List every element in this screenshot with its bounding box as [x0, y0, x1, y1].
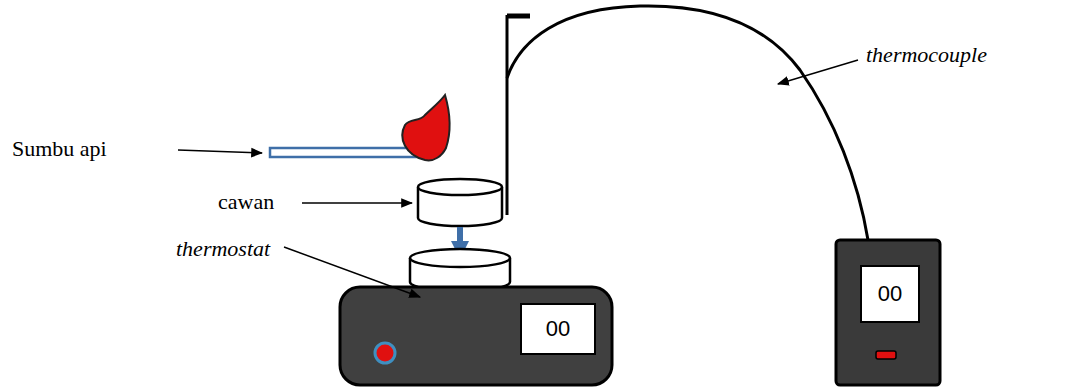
display-reading: 00	[878, 281, 902, 307]
wick	[270, 148, 430, 157]
dish-rim	[418, 179, 502, 195]
meter-indicator	[876, 351, 896, 359]
flame	[402, 95, 449, 160]
power-button	[375, 343, 395, 363]
part-label: Sumbu api	[12, 136, 107, 162]
probe-cap	[507, 14, 530, 19]
thermocouple-wire	[507, 6, 868, 240]
dish-rim	[410, 249, 510, 267]
placement-arrow	[457, 227, 463, 250]
meter-body	[836, 240, 940, 385]
leader-arrow	[302, 202, 412, 204]
display-reading: 00	[546, 316, 570, 342]
leader-arrow	[778, 60, 858, 84]
part-label: thermocouple	[866, 42, 987, 68]
leader-arrow	[284, 247, 420, 297]
probe-rod	[506, 15, 509, 215]
part-label: cawan	[218, 189, 274, 215]
leader-arrow	[178, 150, 262, 153]
display-screen: 00	[520, 303, 596, 355]
thermostat-body	[340, 287, 612, 385]
part-label: thermostat	[176, 236, 270, 262]
display-screen: 00	[860, 265, 920, 323]
